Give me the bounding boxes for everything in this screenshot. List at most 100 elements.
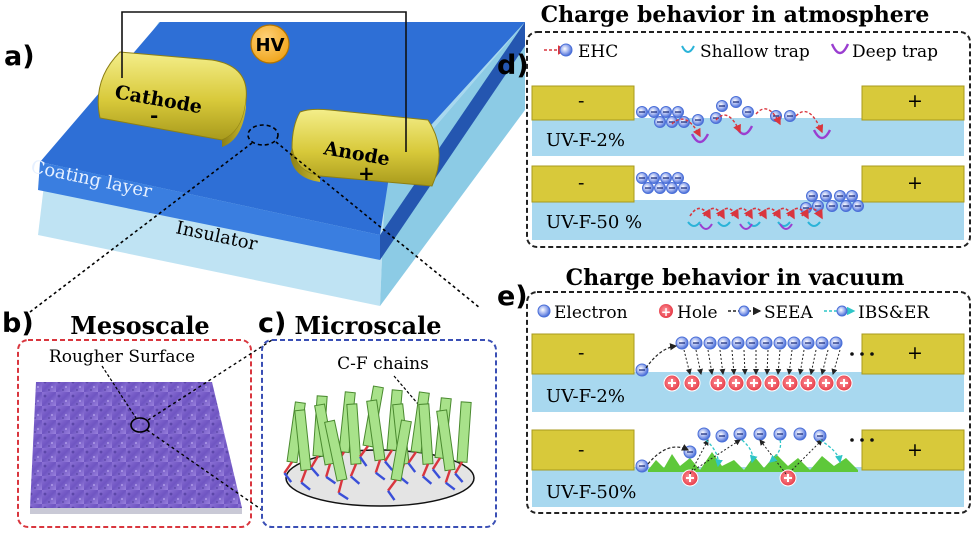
seea-arrow [820, 349, 829, 375]
rough-surface-pointer [101, 365, 137, 419]
micro-zoom-line-bottom [146, 429, 263, 511]
ehc-hop [801, 207, 823, 220]
cf-chain-body [456, 401, 472, 463]
wire [121, 11, 407, 152]
e2-cathode-sign: - [578, 439, 584, 461]
ellipsis-dot [870, 352, 874, 356]
e2-anode [861, 429, 965, 471]
micro-zoom-circle [130, 417, 150, 433]
anode-side [290, 148, 320, 182]
cf-bond-blue [454, 472, 464, 483]
cf-bond-red [325, 463, 332, 478]
cf-bond-red [359, 445, 369, 458]
e1-cathode [531, 333, 635, 375]
cf-bond-blue [407, 462, 417, 473]
cf-bond-red [431, 457, 442, 470]
coating-layer-side [380, 22, 525, 260]
cf-bond-blue [384, 460, 394, 471]
seea-arrow [764, 349, 771, 375]
ibs-legend-electron [836, 305, 848, 317]
panel-a: a) Coating layer Insulator Cathode - Ano… [4, 11, 525, 313]
cf-bond-red [349, 463, 358, 477]
hv-source [250, 24, 290, 64]
d1-charge-group [636, 96, 832, 144]
ehc-hop [745, 207, 767, 220]
ehc-hop [731, 207, 753, 220]
seea-legend-electron [738, 305, 750, 317]
e2-cathode [531, 429, 635, 471]
cf-chain [324, 419, 349, 501]
ehc-hop [689, 207, 711, 220]
cf-bond-blue [300, 481, 311, 491]
deep-trap [812, 129, 832, 140]
panel-d-row-2: - + UV-F-50 % [531, 165, 965, 240]
ehc-hop [671, 118, 701, 138]
seea-arrow [683, 349, 692, 375]
cf-bond-red [300, 469, 308, 483]
e1-anode [861, 333, 965, 375]
anode-electrode [291, 108, 440, 187]
deep-trap [739, 223, 753, 230]
cathode-side [222, 100, 246, 147]
seea-arrow [647, 444, 690, 465]
d2-anode [861, 165, 965, 203]
rough-surface-label: Rougher Surface [49, 347, 195, 367]
shallow-trap-icon [681, 45, 695, 53]
cf-bond-blue [337, 491, 349, 501]
cf-chain [387, 419, 412, 501]
electron-legend-label: Electron [554, 303, 628, 323]
cf-bond-blue [283, 472, 293, 483]
electron-legend-icon [537, 304, 551, 318]
deep-trap [699, 223, 713, 230]
e2-label: UV-F-50% [546, 482, 636, 503]
panel-b: b) Mesoscale Rougher Surface [2, 308, 273, 528]
e1-anode-sign: + [907, 342, 923, 364]
panel-c: c) Microscale C-F chains [258, 308, 497, 528]
shallow-trap [747, 221, 761, 227]
seea-arrow [775, 349, 782, 375]
e2-substrate [532, 467, 964, 507]
cathode-sign: - [150, 103, 158, 127]
ibs-arrow [769, 439, 782, 463]
ibs-legend-label: IBS&ER [858, 303, 930, 323]
cf-chain [454, 401, 472, 483]
d1-substrate [532, 118, 964, 156]
d1-cathode [531, 85, 635, 121]
panel-c-frame [261, 339, 497, 528]
seea-arrow [797, 349, 805, 375]
zoom-line-left [29, 142, 253, 313]
d2-substrate [532, 200, 964, 240]
panel-e-legend: Electron + Hole SEEA IBS&ER [537, 303, 930, 323]
cf-chain [418, 403, 434, 485]
ehc-hop [795, 110, 824, 134]
ellipsis-dot [850, 438, 854, 442]
seea-arrow [831, 349, 841, 375]
micro-zoom-line-top [147, 339, 273, 421]
cf-chains-label: C-F chains [337, 354, 429, 374]
ellipsis-dot [860, 352, 864, 356]
ibs-arrow [705, 439, 723, 468]
panel-b-frame [17, 339, 252, 528]
seea-arrow [689, 439, 709, 475]
panel-e: e) Charge behavior in vacuum Electron + … [497, 265, 971, 514]
ellipsis-dot [860, 438, 864, 442]
hole-legend-label: Hole [677, 303, 718, 323]
seea-arrow [693, 439, 741, 471]
ehc-legend-electron [559, 43, 573, 57]
d1-anode-sign: + [907, 90, 923, 112]
cf-bond-blue [325, 475, 337, 485]
panel-d-legend: EHC Shallow trap Deep trap [544, 42, 938, 62]
deep-trap-label: Deep trap [852, 42, 938, 62]
seea-arrow [791, 439, 823, 471]
e1-label: UV-F-2% [546, 386, 625, 407]
seea-arrow [786, 349, 793, 375]
panel-e-row-1: - + UV-F-2% [531, 333, 965, 412]
zoom-circle [247, 124, 279, 146]
d2-cathode-sign: - [578, 172, 584, 194]
cf-bond-blue [431, 468, 441, 479]
panel-d-letter: d) [497, 50, 529, 81]
d2-cathode [531, 165, 635, 203]
cf-bond-blue [310, 466, 320, 477]
